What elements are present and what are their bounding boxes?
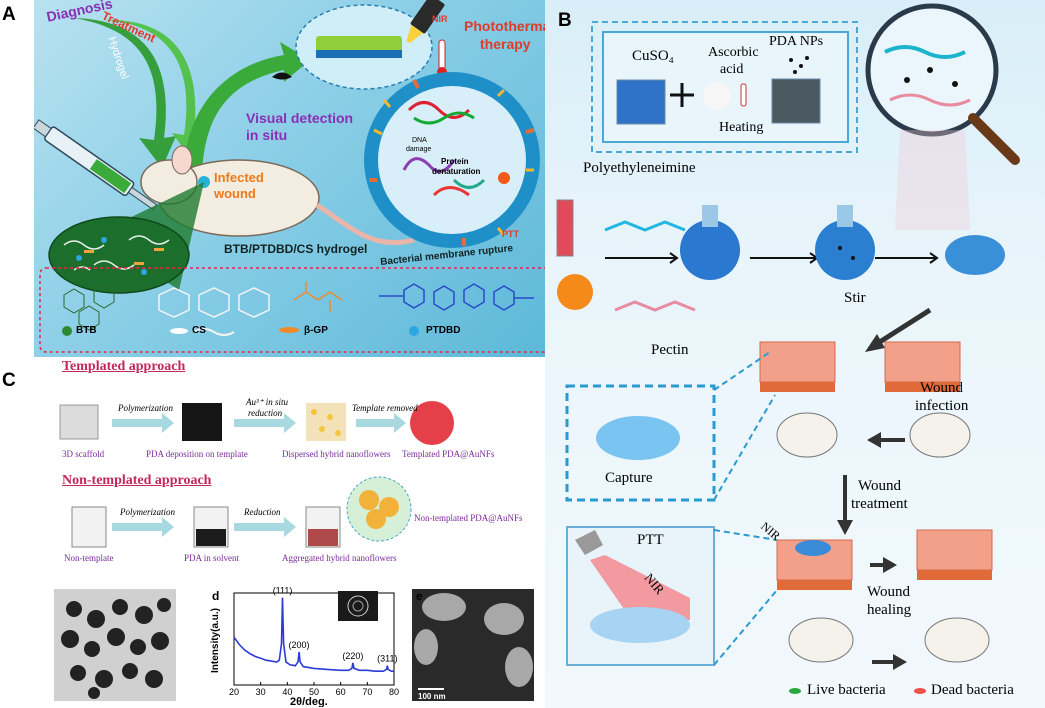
nir-label: NIR <box>432 14 448 24</box>
xrd-tick-label: 70 <box>362 687 372 697</box>
aggregated-label: Aggregated hybrid nanoflowers <box>282 553 397 563</box>
pei-label: Polyethyleneimine <box>583 160 696 176</box>
xrd-peak-label: (311) <box>377 654 397 664</box>
non-template-label: Non-template <box>64 553 114 563</box>
xrd-peak-label: (200) <box>289 640 310 650</box>
denaturation-label: denaturation <box>432 167 481 176</box>
heating-label: Heating <box>719 120 764 135</box>
scale-bar-e: 100 nm <box>418 692 446 701</box>
protein-label: Protein <box>441 157 469 166</box>
xrd-ylabel: Intensity(a.u.) <box>210 608 221 673</box>
therapy-label: therapy <box>480 36 531 52</box>
panel-a-art <box>34 0 551 353</box>
ptt-label-b: PTT <box>637 532 664 548</box>
visual-detection-label: Visual detection <box>246 110 354 126</box>
legend-bgp: β-GP <box>304 325 328 336</box>
xrd-xlabel: 2θ/deg. <box>290 696 328 707</box>
ascorbic-label: Ascorbic <box>708 45 759 60</box>
pda-deposition-label: PDA deposition on template <box>146 449 248 459</box>
xrd-tick-label: 40 <box>282 687 292 697</box>
wound-treatment-label-1: Wound <box>858 478 901 494</box>
cuso4-label: CuSO₄ <box>632 48 674 64</box>
xrd-tick-label: 30 <box>256 687 266 697</box>
legend-live-bacteria: Live bacteria <box>807 682 886 698</box>
pda-nps-label: PDA NPs <box>769 34 824 49</box>
templated-title: Templated approach <box>62 359 186 374</box>
wound-treatment-label-2: treatment <box>851 496 908 512</box>
xrd-chart: 20 30 40 50 60 70 80 (111) (200) (220) (311) Inte… <box>210 586 399 707</box>
legend-ptdbd: PTDBD <box>426 325 461 336</box>
template-removed-label: Template removed <box>352 403 418 413</box>
wound-healing-label-1: Wound <box>867 584 910 600</box>
panel-c: 20 30 40 50 60 70 80 (111) (200) (220) (311) Inte… <box>34 357 540 708</box>
xrd-tick-label: 80 <box>389 687 399 697</box>
wound-label: wound <box>214 186 256 201</box>
panel-a: Diagnosis Treatment Hydrogel NIR Phototh… <box>34 0 557 357</box>
subpanel-d-label: d <box>212 589 220 603</box>
panel-b: CuSO₄ Ascorbic acid PDA NPs Heating Poly… <box>545 0 1045 708</box>
xrd-series-line <box>233 597 394 672</box>
reduction-label: Reduction <box>244 507 281 517</box>
ptt-label-a: PTT <box>502 229 519 239</box>
panel-b-art <box>556 3 1020 694</box>
subpanel-e-label: e <box>416 589 423 603</box>
dna-label: DNA <box>412 137 427 144</box>
panel-label-c: C <box>2 370 16 391</box>
panel-label-a: A <box>2 4 16 25</box>
xrd-peak-label: (111) <box>273 586 293 596</box>
polymerization-label-1: Polymerization <box>118 403 173 413</box>
damage-label: damage <box>406 146 432 153</box>
legend-dead-bacteria: Dead bacteria <box>931 682 1014 698</box>
xrd-tick-label: 50 <box>309 687 319 697</box>
hydrogel-name-label: BTB/PTDBD/CS hydrogel <box>224 242 368 256</box>
wound-healing-label-2: healing <box>867 602 912 618</box>
polymerization-label-2: Polymerization <box>120 507 175 517</box>
wound-infection-label-1: Wound <box>920 380 963 396</box>
stir-label: Stir <box>844 290 866 306</box>
templated-pda-label: Templated PDA@AuNFs <box>402 449 495 459</box>
scaffold-label: 3D scaffold <box>62 449 105 459</box>
legend-cs: CS <box>192 325 206 336</box>
acid-label: acid <box>720 62 744 77</box>
au-reduction-label-1: Au³⁺ in situ <box>246 397 288 407</box>
xrd-peak-label: (220) <box>342 651 363 661</box>
infected-label: Infected <box>214 170 264 185</box>
legend-btb: BTB <box>76 325 97 336</box>
nontemplated-title: Non-templated approach <box>62 473 212 488</box>
xrd-tick-label: 60 <box>336 687 346 697</box>
capture-label: Capture <box>605 470 653 486</box>
photothermal-label: Photothermal <box>464 18 555 34</box>
pda-solvent-label: PDA in solvent <box>184 553 240 563</box>
dispersed-label: Dispersed hybrid nanoflowers <box>282 449 391 459</box>
panel-label-b: B <box>558 10 572 31</box>
pectin-label: Pectin <box>651 342 689 358</box>
nontemplated-pda-label: Non-templated PDA@AuNFs <box>414 513 523 523</box>
in-situ-label: in situ <box>246 127 288 143</box>
au-reduction-label-2: reduction <box>248 408 283 418</box>
xrd-tick-label: 20 <box>229 687 239 697</box>
wound-infection-label-2: infection <box>915 398 969 414</box>
panel-c-art <box>54 401 534 701</box>
